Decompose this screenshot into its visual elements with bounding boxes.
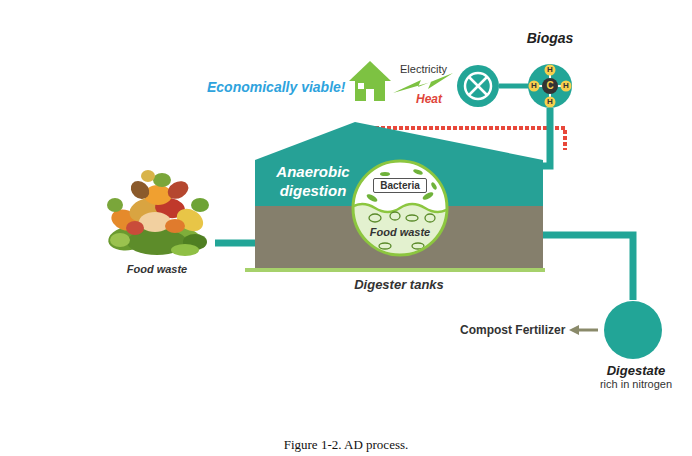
node-note: rich in nitrogen [576,378,692,391]
food-icon [369,214,381,222]
food-piece [171,244,199,256]
compost-arrow [577,329,598,332]
food-icon [390,212,400,220]
carbon-atom [542,78,558,94]
food-waste-pile: Food waste [100,160,215,278]
food-piece [191,198,209,212]
food-piece [153,173,171,187]
house-body [355,79,385,101]
food-icon [406,215,418,221]
food-illustration [100,160,215,260]
food-piece [165,219,185,233]
pipe-connector [543,108,550,166]
liquid-fill [350,204,450,258]
food-piece [126,221,144,235]
digestion-circle: BacteriaFood waste [350,158,450,258]
generator-ring [465,73,491,99]
figure-caption: Figure 1-2. AD process. [0,437,692,453]
node-label: Food waste [100,262,215,276]
hydrogen-atom [545,97,556,108]
food-icon [425,214,435,222]
food-waste-label: Food waste [355,225,445,239]
node-label: Digester tanks [255,277,543,293]
circle-border [353,161,447,255]
digestate-tank: Digestaterich in nitrogen [603,300,663,360]
electricity-label: Electricity [400,63,447,75]
atom-label: H [560,81,572,91]
biogas-molecule: BiogasHHCHH [528,64,572,108]
biogas-label: Biogas [508,30,592,46]
house-door [366,89,374,101]
lightning-bolt [393,73,453,93]
digester-building: Anaerobic digestionDigester tanksBacteri… [255,122,543,268]
digestate-outline [603,300,663,360]
atom-label: C [543,80,557,92]
ground-line [245,268,545,272]
hydrogen-atom [545,65,556,76]
digestate-circle [604,301,662,359]
house-roof [349,61,391,81]
molecule-circle [528,64,572,108]
heat-label: Heat [416,92,442,106]
bacterium [366,193,379,203]
atom-label: H [528,81,540,91]
generator-cross [469,77,487,95]
food-icon [379,243,391,249]
atom-label: H [544,97,556,107]
digestion-circle-outline [350,158,450,258]
process-title: Anaerobic digestion [267,162,359,200]
gas-pipe [499,84,529,89]
hydrogen-atom [561,81,572,92]
food-piece [110,233,130,247]
atom-label: H [544,65,556,75]
food-piece [107,198,123,212]
bacterium [430,182,437,191]
node-label: Digestate [576,363,692,378]
generator-symbol [457,65,529,107]
house-icon [349,61,391,101]
hydrogen-atom [529,81,540,92]
bacterium [380,172,390,176]
bacterium [413,168,424,175]
pipe-connector [543,235,633,300]
compost-arrowhead [569,325,579,335]
generator-circle [457,65,499,107]
generator-cross [469,77,487,95]
food-piece [141,170,155,182]
liquid-wave [350,204,450,212]
house-window [358,83,364,89]
bacteria-label: Bacteria [373,178,427,193]
output-label: Compost Fertilizer [460,323,565,337]
pipe-connector [215,240,255,247]
slogan-label: Economically viable! [207,79,346,95]
